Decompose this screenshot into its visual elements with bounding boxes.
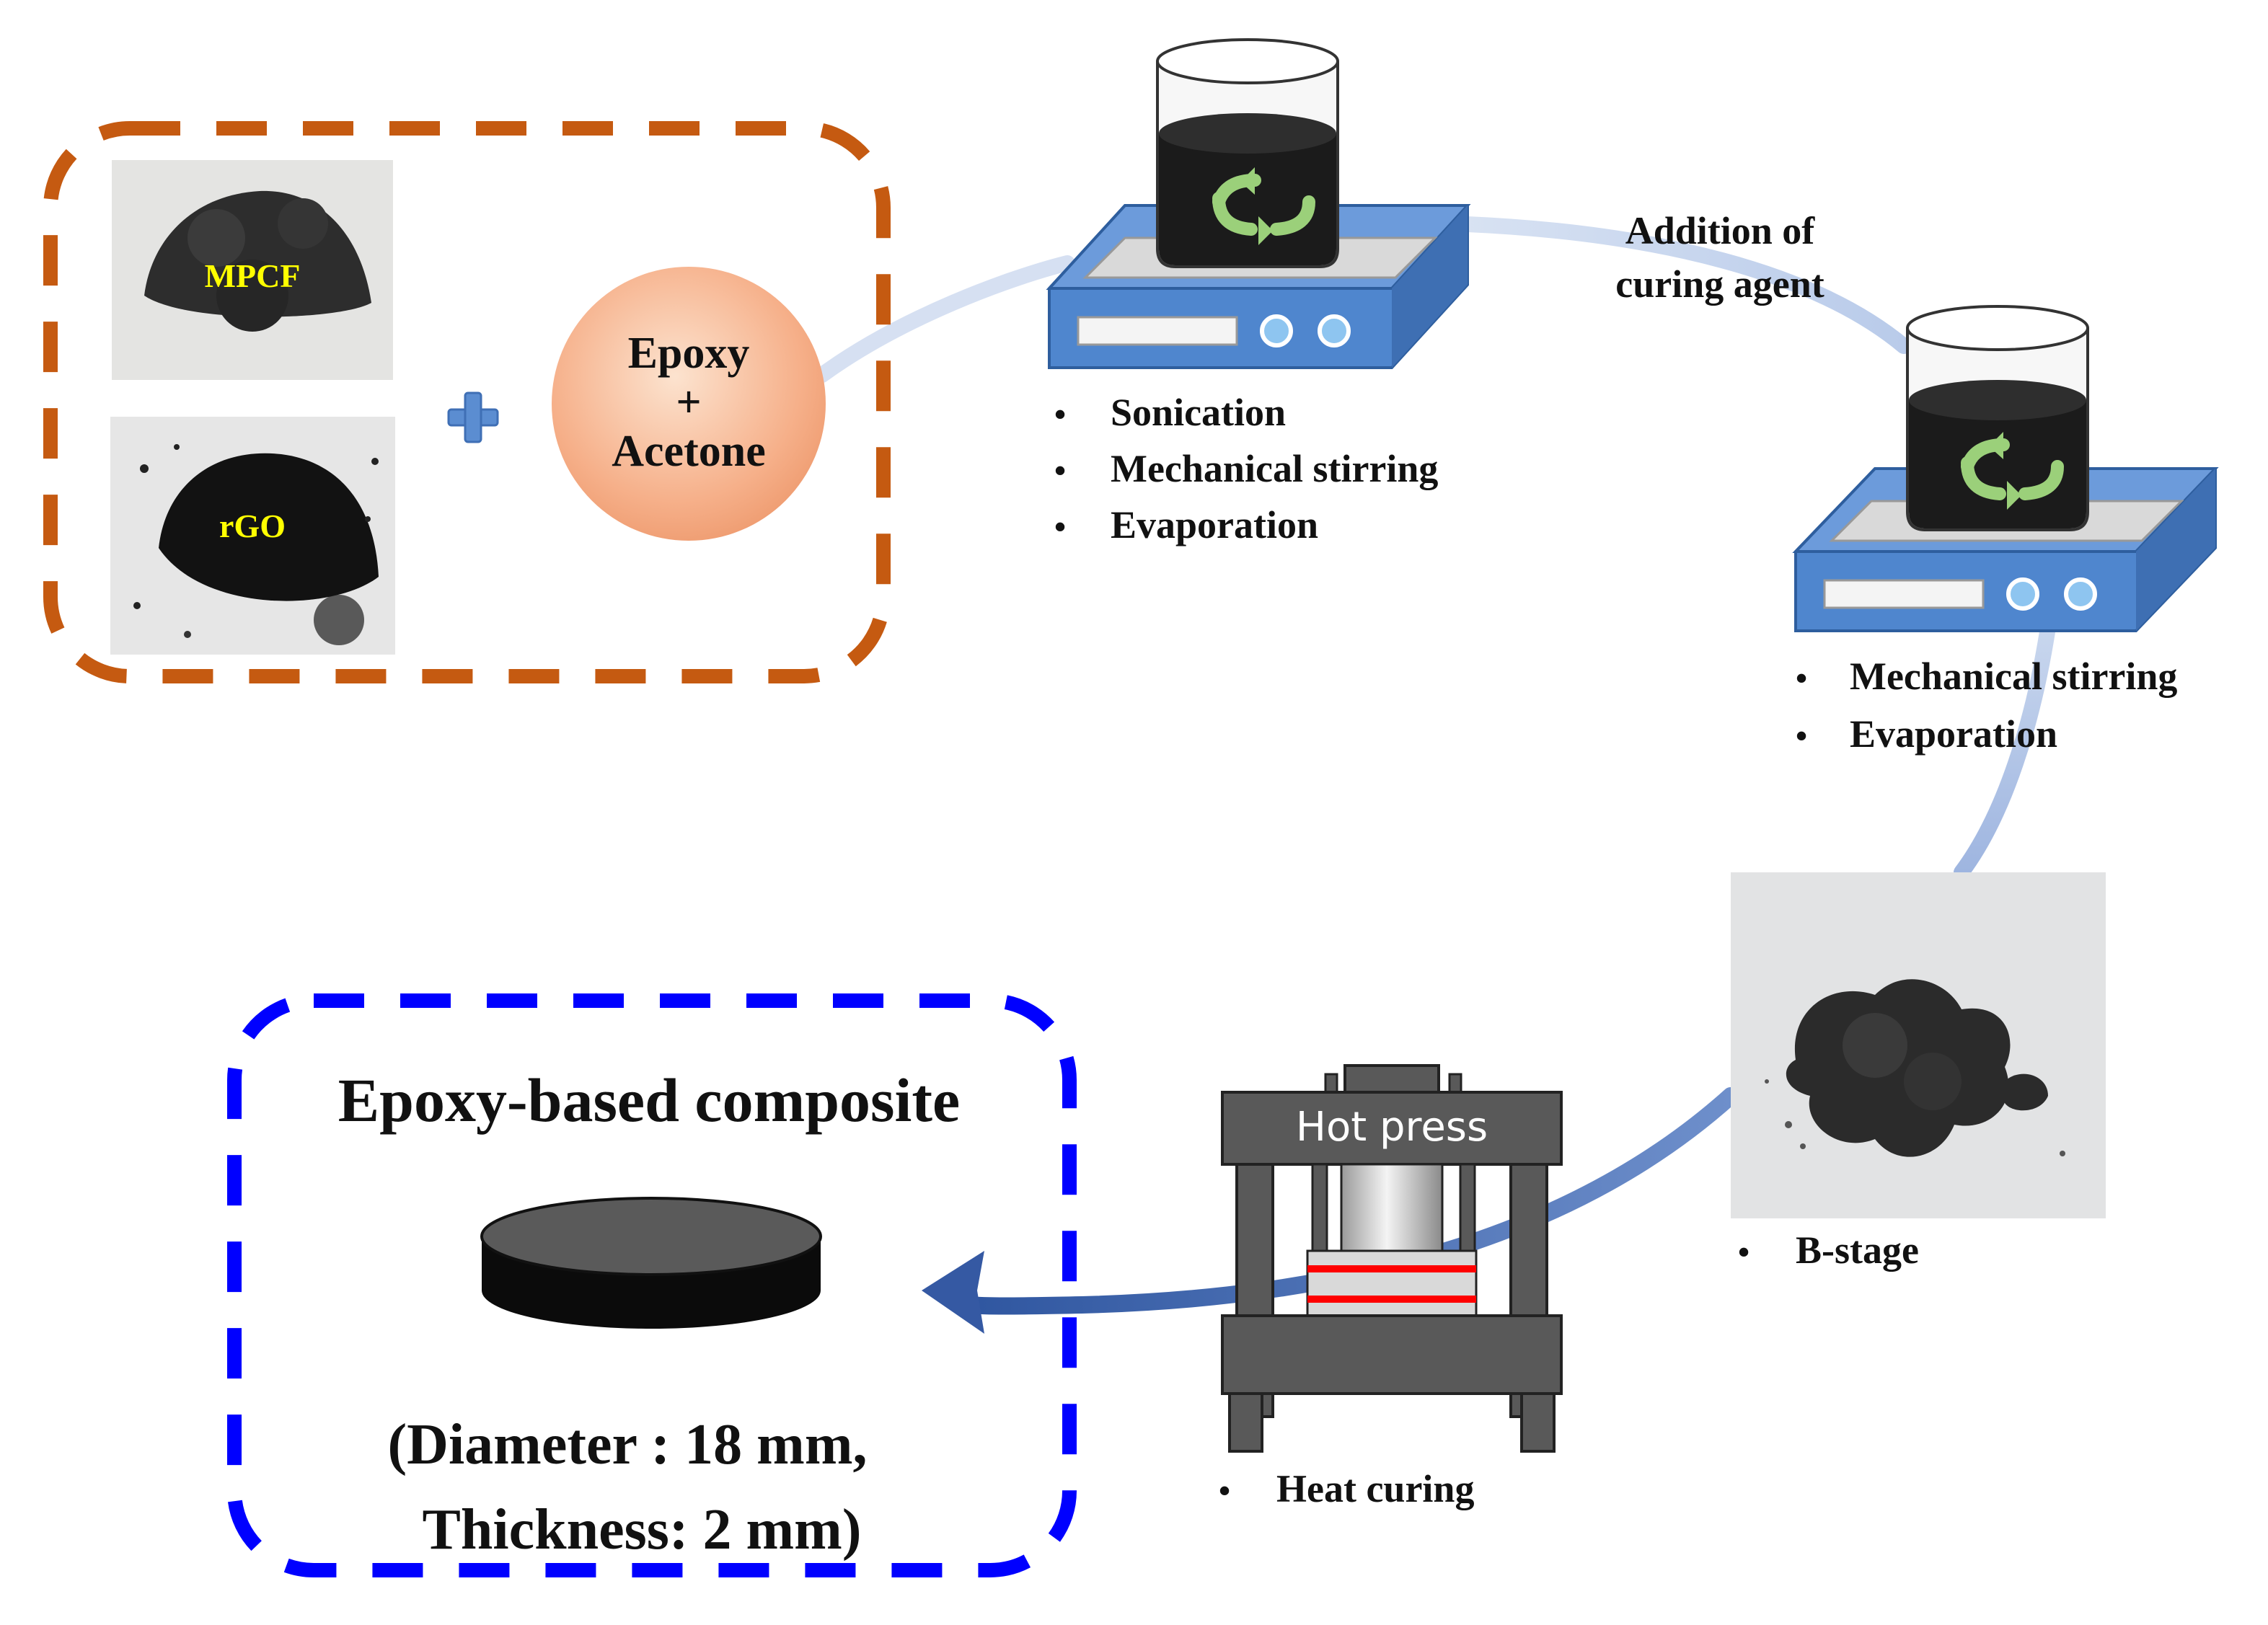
acetone-label: Acetone — [612, 427, 765, 476]
plus-icon — [447, 391, 499, 443]
flow-path-1 — [814, 255, 1075, 383]
composite-disc — [480, 1197, 822, 1329]
step2-bullet-1: Mechanical stirring — [1850, 655, 2177, 698]
step2-bullets: • Mechanical stirring • Evaporation — [1796, 655, 2177, 756]
composite-box — [227, 993, 1077, 1577]
rgo-photo: rGO — [110, 417, 395, 655]
flow-path-2 — [1442, 216, 1912, 354]
bstage-photo — [1731, 872, 2106, 1218]
bullet-dot: • — [1054, 396, 1066, 433]
epoxy-acetone-circle — [552, 267, 826, 541]
bullet-dot: • — [1738, 1234, 1749, 1270]
flow-path-4 — [958, 1087, 1739, 1315]
stir-arrowhead-2b — [1989, 432, 2003, 459]
step1-bullets: • Sonication • Mechanical stirring • Eva… — [1054, 391, 1438, 546]
flow-arrowhead — [922, 1251, 984, 1334]
bullet-dot: • — [1054, 508, 1066, 545]
composite-spec-line2: Thickness: 2 mm) — [423, 1498, 862, 1562]
composite-spec-line1: (Diameter : 18 mm, — [388, 1413, 868, 1476]
hot-press-title: Hot press — [1296, 1104, 1488, 1151]
step1-bullet-3: Evaporation — [1111, 503, 1318, 546]
stir-arrowhead-1a — [1258, 216, 1273, 245]
step1-bullet-2: Mechanical stirring — [1111, 447, 1438, 490]
mpcf-photo: MPCF — [112, 160, 393, 380]
epoxy-plus-label: + — [676, 378, 701, 427]
epoxy-label: Epoxy — [628, 329, 750, 378]
materials-box — [43, 121, 891, 683]
step1-bullet-1: Sonication — [1111, 391, 1286, 434]
rgo-label: rGO — [219, 508, 286, 544]
bullet-dot: • — [1054, 452, 1066, 489]
bullet-dot: • — [1219, 1472, 1230, 1509]
curing-agent-line1: Addition of — [1625, 209, 1816, 252]
beaker-1 — [1156, 38, 1339, 268]
beaker-2 — [1906, 305, 2089, 531]
bullet-dot: • — [1796, 660, 1807, 696]
heat-curing-label: Heat curing — [1276, 1467, 1474, 1510]
stir-arrowhead-2a — [2007, 481, 2021, 510]
mpcf-label: MPCF — [205, 257, 301, 294]
composite-title: Epoxy-based composite — [338, 1066, 960, 1135]
bullet-dot: • — [1796, 717, 1807, 754]
curing-agent-line2: curing agent — [1615, 262, 1824, 306]
step2-bullet-2: Evaporation — [1850, 712, 2057, 756]
stir-arrowhead-1b — [1240, 167, 1255, 195]
bstage-label: B-stage — [1796, 1228, 1919, 1272]
flow-path-3 — [1954, 619, 2056, 880]
hot-press — [1221, 1064, 1563, 1453]
